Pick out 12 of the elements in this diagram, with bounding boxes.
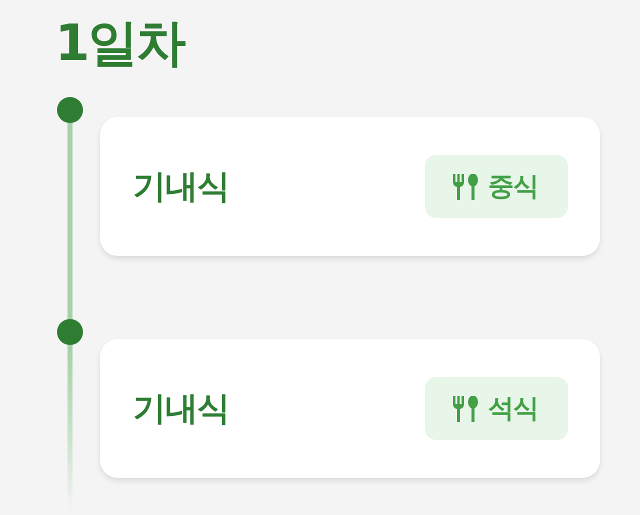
timeline-line xyxy=(68,123,72,319)
timeline-card xyxy=(100,117,600,256)
timeline-dot xyxy=(57,97,83,123)
day-heading: 1일차 xyxy=(55,13,186,74)
meal-label: 석식 xyxy=(488,393,539,426)
timeline-card xyxy=(100,339,600,478)
meal-name: 기내식 xyxy=(133,387,230,429)
meal-name: 기내식 xyxy=(133,165,230,207)
timeline-dot xyxy=(57,319,83,345)
meal-badge xyxy=(425,377,568,440)
meal-label: 중식 xyxy=(488,171,539,204)
meal-badge xyxy=(425,155,568,218)
